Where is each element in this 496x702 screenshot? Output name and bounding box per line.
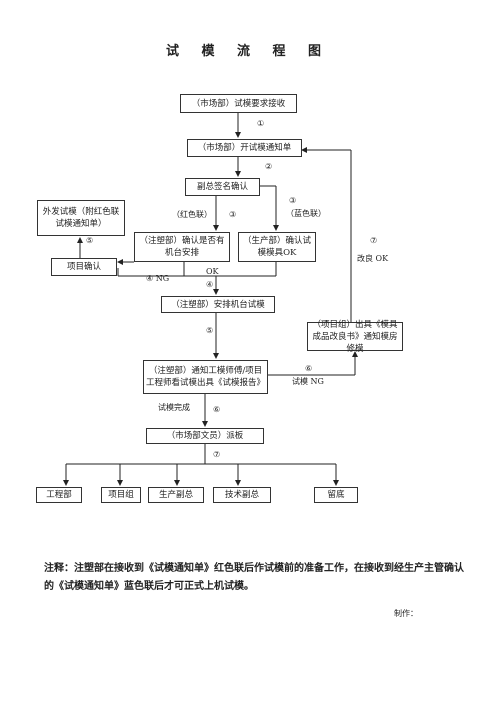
- step-label-7b: ⑦: [213, 450, 221, 459]
- step-label-4: ④: [206, 280, 214, 289]
- red-copy-label: （红色联）: [172, 210, 212, 219]
- node-dist-engineering: 工程部: [36, 487, 82, 503]
- node-dist-tech-vp: 技术副总: [213, 487, 271, 503]
- node-outsource: 外发试模（附红色联试模通知单）: [37, 200, 125, 236]
- ng-label-4: ④ NG: [146, 274, 170, 283]
- node-dist-project: 项目组: [101, 487, 141, 503]
- step-label-5a: ⑤: [86, 236, 94, 245]
- node-market-notice: （市场部）开试模通知单: [187, 139, 302, 157]
- node-prod-confirm: （生产部）确认试模模具OK: [238, 232, 316, 262]
- footnote: 注释：注塑部在接收到《试模通知单》红色联后作试模前的准备工作，在接收到经生产主管…: [44, 563, 464, 592]
- step-label-6b: ⑥: [213, 405, 221, 414]
- step-label-5b: ⑤: [206, 326, 214, 335]
- trial-done-label: 试模完成: [158, 403, 190, 412]
- node-project-confirm: 项目确认: [51, 258, 117, 276]
- node-inj-confirm: （注塑部）确认是否有机台安排: [134, 232, 230, 262]
- node-market-request: （市场部）试模要求接收: [180, 94, 297, 113]
- maker-label: 制作：: [394, 609, 418, 618]
- node-project-team: （项目组）出具《模具成品改良书》通知模房修模: [307, 320, 403, 354]
- node-inj-arrange: （注塑部）安排机台试模: [161, 296, 275, 313]
- node-vp-sign: 副总签名确认: [185, 178, 260, 196]
- step-label-7a: ⑦: [370, 236, 378, 245]
- node-dist-prod-vp: 生产副总: [148, 487, 204, 503]
- node-inj-notify: （注塑部）通知工模师傅/项目工程师看试模出具《试模报告》: [143, 360, 268, 394]
- step-label-3-red: ③: [229, 210, 237, 219]
- node-dist-archive: 留底: [314, 487, 358, 503]
- ok-label: OK: [206, 267, 219, 276]
- step-label-6a: ⑥: [305, 364, 313, 373]
- trial-ng-label: 试模 NG: [292, 377, 324, 386]
- blue-copy-label: （蓝色联）: [286, 209, 326, 218]
- step-label-3-blue: ③: [289, 196, 297, 205]
- page-title: 试 模 流 程 图: [165, 44, 331, 59]
- step-label-2: ②: [265, 162, 273, 171]
- improve-ok-label: 改良 OK: [357, 254, 389, 263]
- node-market-clerk: （市场部文员）派板: [146, 428, 264, 444]
- step-label-1: ①: [257, 119, 265, 128]
